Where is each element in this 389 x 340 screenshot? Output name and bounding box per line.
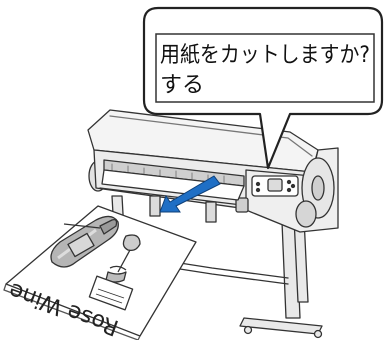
callout-bubble: 用紙をカットしますか? する [142,6,384,170]
callout-message-line1: 用紙をカットしますか? [160,43,370,68]
callout-message-line2: する [160,73,204,98]
arrow-icon [159,175,221,213]
wine-glass-icon [105,234,141,283]
wine-bottle-icon [50,215,119,268]
paper-strip [101,169,245,201]
callout-screen [155,33,375,103]
paper-edge-line [63,223,101,229]
printed-poster [3,169,245,340]
poster-label-box [88,275,134,311]
